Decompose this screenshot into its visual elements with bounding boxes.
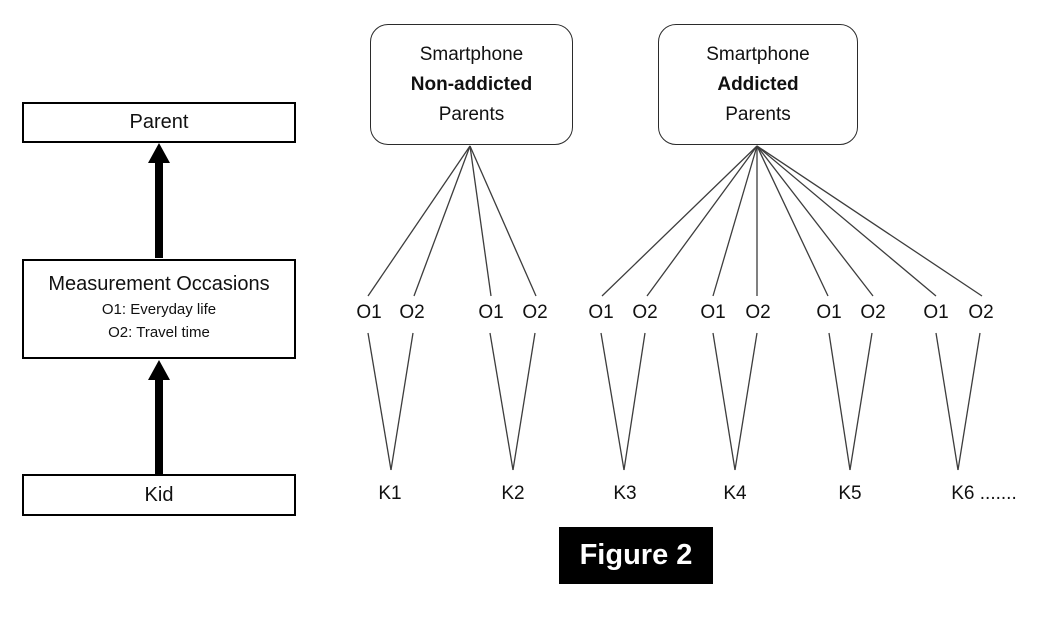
- connector-line: [601, 145, 758, 297]
- kid-label: K6 .......: [951, 483, 1017, 504]
- measurement-occasions-title: Measurement Occasions: [48, 273, 270, 295]
- flow-arrows: [148, 143, 170, 474]
- group-line: Smartphone: [706, 43, 810, 65]
- occasion-label: O2: [860, 302, 886, 323]
- arrow-up-icon: [148, 360, 170, 474]
- occasion-label: O2: [399, 302, 425, 323]
- connector-line: [390, 332, 414, 471]
- kid-label: K4: [723, 483, 747, 504]
- parent-box-label: Parent: [129, 111, 189, 133]
- kid-box: Kid: [22, 474, 296, 516]
- connector-line: [646, 145, 758, 297]
- figure-caption-label: Figure 2: [579, 539, 693, 571]
- kid-v-lines: [367, 332, 981, 471]
- fan-lines-addicted: [601, 145, 983, 297]
- connector-line: [512, 332, 536, 471]
- connector-line: [756, 145, 937, 297]
- connector-line: [849, 332, 873, 471]
- measurement-occasions-box: Measurement Occasions O1: Everyday life …: [22, 259, 296, 359]
- group-box-non-addicted: Smartphone Non-addicted Parents: [370, 24, 573, 145]
- occasion-label: O2: [968, 302, 994, 323]
- connector-line: [469, 145, 492, 297]
- kid-label: K1: [378, 483, 402, 504]
- connector-line: [957, 332, 981, 471]
- occasion-definition-o2: O2: Travel time: [108, 324, 210, 341]
- parent-box: Parent: [22, 102, 296, 143]
- connector-line: [413, 145, 471, 297]
- connector-line: [756, 145, 874, 297]
- occasion-label: O1: [700, 302, 726, 323]
- connector-line: [756, 145, 829, 297]
- occasion-label: O1: [923, 302, 949, 323]
- occasion-definition-o1: O1: Everyday life: [101, 301, 217, 318]
- connector-line: [489, 332, 514, 471]
- group-line-emphasis: Non-addicted: [410, 73, 533, 95]
- connector-line: [367, 332, 392, 471]
- connector-line: [600, 332, 625, 471]
- arrow-up-icon: [148, 143, 170, 258]
- connector-line: [828, 332, 851, 471]
- occasion-label: O1: [816, 302, 842, 323]
- connector-line: [712, 332, 736, 471]
- kid-label: K3: [613, 483, 637, 504]
- kid-label: K5: [838, 483, 862, 504]
- connector-line: [469, 145, 537, 297]
- connector-line: [623, 332, 646, 471]
- connector-line: [712, 145, 758, 297]
- group-line: Parents: [725, 103, 791, 125]
- group-line: Parents: [438, 103, 505, 125]
- occasion-label: O1: [588, 302, 614, 323]
- occasion-label: O1: [478, 302, 504, 323]
- fan-lines-non-addicted: [367, 145, 537, 297]
- group-line: Smartphone: [419, 43, 524, 65]
- group-line-emphasis: Addicted: [717, 73, 799, 95]
- connector-line: [734, 332, 758, 471]
- kid-label: K2: [501, 483, 525, 504]
- figure-caption: Figure 2: [559, 527, 713, 584]
- kid-box-label: Kid: [144, 483, 174, 506]
- occasion-label: O2: [632, 302, 658, 323]
- group-box-addicted: Smartphone Addicted Parents: [658, 24, 858, 145]
- occasion-label: O2: [522, 302, 548, 323]
- connector-line: [367, 145, 471, 297]
- connector-line: [935, 332, 959, 471]
- occasion-label: O2: [745, 302, 771, 323]
- connector-line: [756, 145, 983, 297]
- occasion-label: O1: [356, 302, 382, 323]
